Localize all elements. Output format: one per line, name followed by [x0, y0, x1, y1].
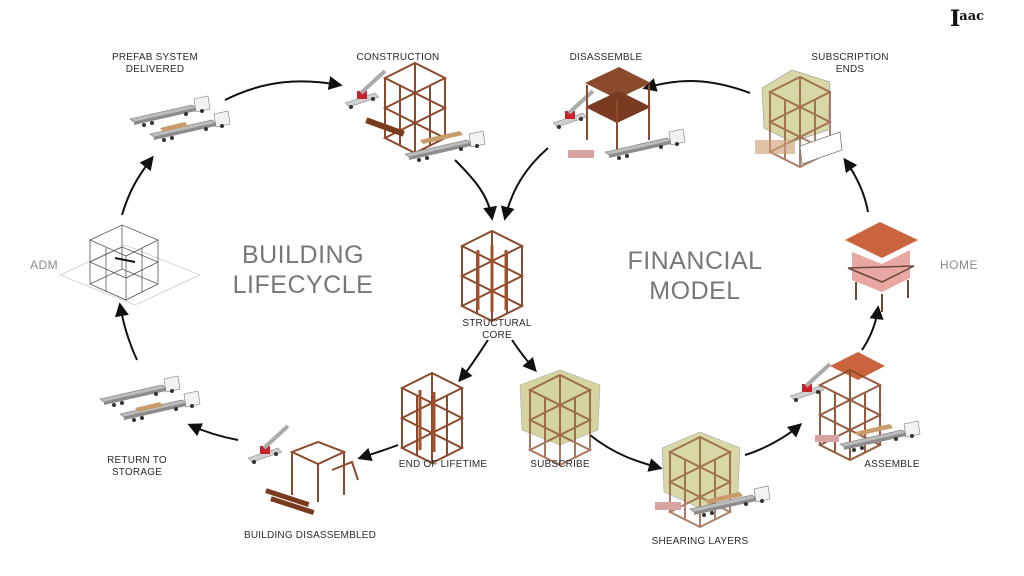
arrow-storage-to-adm [115, 302, 138, 361]
title-left-line1: BUILDING [241, 241, 365, 269]
subscription-ends-illustration [755, 69, 843, 168]
label-construction: CONSTRUCTION [356, 52, 440, 63]
label-adm: ADM [30, 258, 59, 272]
arrow-prefab-to-construction [224, 76, 343, 101]
label-building-disassembled: BUILDING DISASSEMBLED [243, 530, 376, 541]
title-financial-model: FINANCIAL MODEL [615, 246, 775, 306]
building-disassembled-illustration [246, 424, 359, 515]
disassemble-illustration [551, 67, 686, 161]
assemble-illustration [788, 352, 921, 461]
flow-arrows [115, 76, 884, 472]
title-right-line2: MODEL [649, 277, 741, 305]
arrow-subscription-to-disassemble [642, 78, 751, 94]
label-disassemble: DISASSEMBLE [569, 52, 643, 63]
arrow-end-to-disassembled [357, 444, 399, 462]
arrow-home-to-subscription [843, 157, 869, 213]
arrow-core-to-end-of-lifetime [458, 339, 489, 383]
arrow-assemble-to-home [861, 305, 884, 351]
arrow-construction-to-core [454, 159, 497, 221]
label-subscription-ends: SUBSCRIPTION ENDS [811, 52, 889, 75]
label-subscribe: SUBSCRIBE [530, 459, 590, 470]
label-prefab-delivered: PREFAB SYSTEM DELIVERED [112, 52, 198, 75]
subscribe-illustration [519, 369, 601, 466]
structural-core-illustration [461, 230, 523, 322]
construction-illustration [343, 62, 486, 163]
title-building-lifecycle: BUILDING LIFECYCLE [228, 240, 378, 300]
title-left-line2: LIFECYCLE [232, 271, 374, 299]
shearing-layers-illustration [655, 431, 771, 528]
home-illustration [845, 222, 918, 312]
prefab-trucks-illustration [129, 95, 231, 143]
arrow-core-to-subscribe [511, 339, 537, 373]
arrow-disassemble-to-core [500, 147, 549, 221]
arrow-subscribe-to-shearing [589, 434, 663, 472]
arrow-adm-to-prefab [121, 155, 154, 216]
label-end-of-lifetime: END OF LIFETIME [398, 459, 488, 470]
return-storage-trucks-illustration [99, 375, 201, 423]
iaac-logo: Iaac [950, 6, 985, 32]
end-of-lifetime-illustration [401, 372, 463, 464]
label-home: HOME [940, 258, 978, 272]
label-shearing-layers: SHEARING LAYERS [651, 536, 749, 547]
arrow-shearing-to-assemble [744, 423, 803, 456]
title-right-line1: FINANCIAL [627, 247, 763, 275]
label-structural-core: STRUCTURAL CORE [462, 318, 532, 341]
adm-wireframe-illustration [58, 224, 202, 306]
label-return-to-storage: RETURN TO STORAGE [107, 455, 167, 478]
arrow-disassembled-to-storage [187, 423, 239, 441]
label-assemble: ASSEMBLE [864, 459, 920, 470]
